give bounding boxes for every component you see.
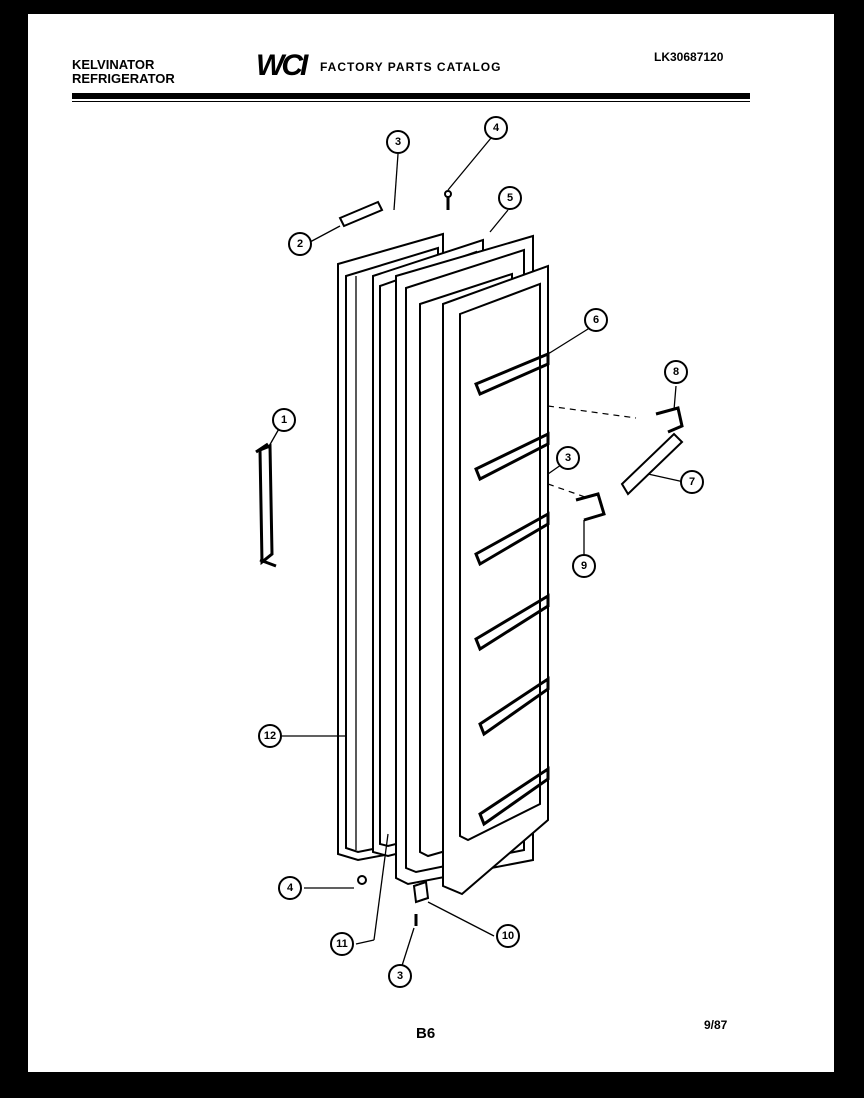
callout-10: 10 <box>496 924 520 948</box>
svg-text:3: 3 <box>395 136 401 148</box>
svg-text:4: 4 <box>493 122 500 134</box>
shelf-retainer-bar <box>547 405 684 499</box>
svg-text:2: 2 <box>297 238 303 250</box>
callout-2: 2 <box>288 232 312 256</box>
screw-top <box>444 190 452 210</box>
callout-1: 1 <box>272 408 296 432</box>
door-liner-shelves <box>442 264 550 896</box>
svg-text:6: 6 <box>593 314 599 326</box>
model-code: LK30687120 <box>654 50 724 64</box>
svg-text:3: 3 <box>565 452 571 464</box>
callout-8: 8 <box>664 360 688 384</box>
hinge-bottom <box>412 880 430 926</box>
header-rule-thin <box>72 101 750 102</box>
callout-3-mid: 3 <box>556 446 580 470</box>
callout-11: 11 <box>330 932 354 956</box>
hinge-cover <box>338 200 384 228</box>
brand-block: KELVINATOR REFRIGERATOR <box>72 58 175 86</box>
revision-date: 9/87 <box>704 1018 728 1032</box>
callout-12: 12 <box>258 724 282 748</box>
callout-4-top: 4 <box>484 116 508 140</box>
header-rule <box>72 93 750 99</box>
shelf-clip-lower <box>575 492 606 522</box>
catalog-sheet: KELVINATOR REFRIGERATOR WCI FACTORY PART… <box>28 14 834 1072</box>
catalog-title: FACTORY PARTS CATALOG <box>320 60 502 74</box>
callout-5: 5 <box>498 186 522 210</box>
door-handle <box>255 442 277 568</box>
callout-3-bottom: 3 <box>388 964 412 988</box>
svg-text:10: 10 <box>502 930 514 942</box>
screw-bottom <box>357 875 367 885</box>
callout-7: 7 <box>680 470 704 494</box>
product-type: REFRIGERATOR <box>72 71 175 86</box>
svg-text:9: 9 <box>581 560 587 572</box>
svg-text:8: 8 <box>673 366 679 378</box>
wci-logo: WCI <box>256 49 308 82</box>
svg-text:5: 5 <box>507 192 513 204</box>
svg-text:1: 1 <box>281 414 287 426</box>
svg-text:3: 3 <box>397 970 403 982</box>
shelf-clip-upper <box>655 406 684 434</box>
callout-9: 9 <box>572 554 596 578</box>
brand-name: KELVINATOR <box>72 57 155 72</box>
callout-6: 6 <box>584 308 608 332</box>
svg-text:7: 7 <box>689 476 695 488</box>
exploded-door-diagram: 1 2 3 4 5 6 7 8 9 10 11 12 3 3 4 <box>255 116 704 988</box>
svg-text:11: 11 <box>336 938 348 950</box>
svg-text:4: 4 <box>287 882 294 894</box>
page-label: B6 <box>416 1025 436 1042</box>
callout-3-top: 3 <box>386 130 410 154</box>
svg-text:12: 12 <box>264 730 276 742</box>
callout-4-bottom: 4 <box>278 876 302 900</box>
